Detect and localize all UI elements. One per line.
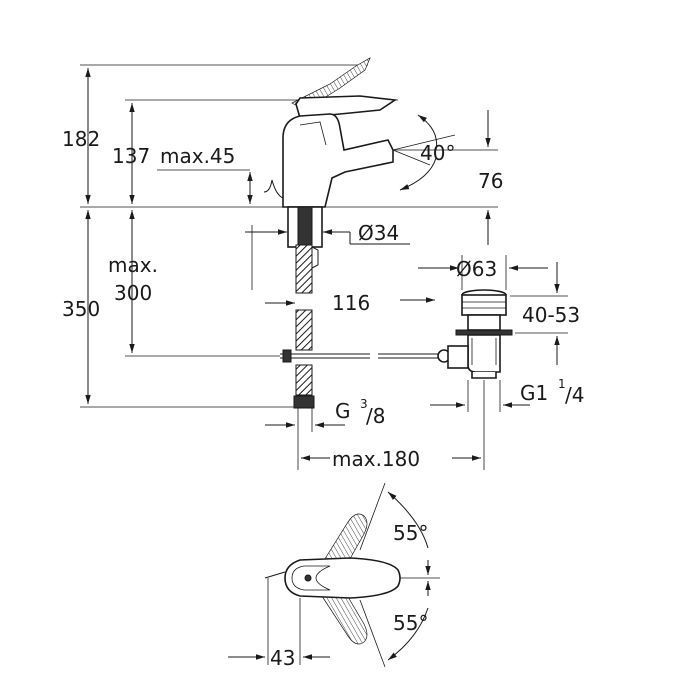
mixer-top-body (284, 557, 401, 599)
waste-thread-label: G1 (520, 381, 548, 405)
dim-182-label: 182 (62, 127, 100, 151)
connection-thread-sub: /8 (366, 404, 385, 428)
dim-max300-label-line2: 300 (114, 281, 152, 305)
pop-up-waste (447, 289, 513, 379)
dim-max300-label-line1: max. (108, 253, 158, 277)
mixer-body (282, 113, 394, 208)
dim-350-label: 350 (62, 297, 100, 321)
connection-thread-label: G (335, 399, 351, 423)
waste-thread-sub: /4 (565, 383, 584, 407)
supply-hose-lower (295, 309, 313, 351)
angle-55-upper-label: 55° (393, 521, 428, 545)
dim-max45-label: max.45 (160, 144, 235, 168)
dim-116-label: 116 (332, 291, 370, 315)
dim-76-label: 76 (478, 169, 503, 193)
connection-thread-sup: 3 (360, 397, 368, 411)
dim-max180-label: max.180 (332, 447, 420, 471)
dim-43-label: 43 (270, 646, 295, 670)
angle-55-lower-label: 55° (393, 611, 428, 635)
top-view: 55° 55° 43 (228, 482, 440, 670)
angle-40-label: 40° (420, 141, 455, 165)
dim-137-label: 137 (112, 144, 150, 168)
waste-thread-sup: 1 (558, 377, 566, 391)
side-view: 182 137 max.45 350 max. 300 Ø34 (62, 57, 584, 471)
dim-diameter-34-label: Ø34 (358, 221, 399, 245)
dim-40-53-label: 40-53 (522, 303, 580, 327)
supply-hose-upper (295, 244, 313, 294)
dim-diameter-63-label: Ø63 (456, 257, 497, 281)
